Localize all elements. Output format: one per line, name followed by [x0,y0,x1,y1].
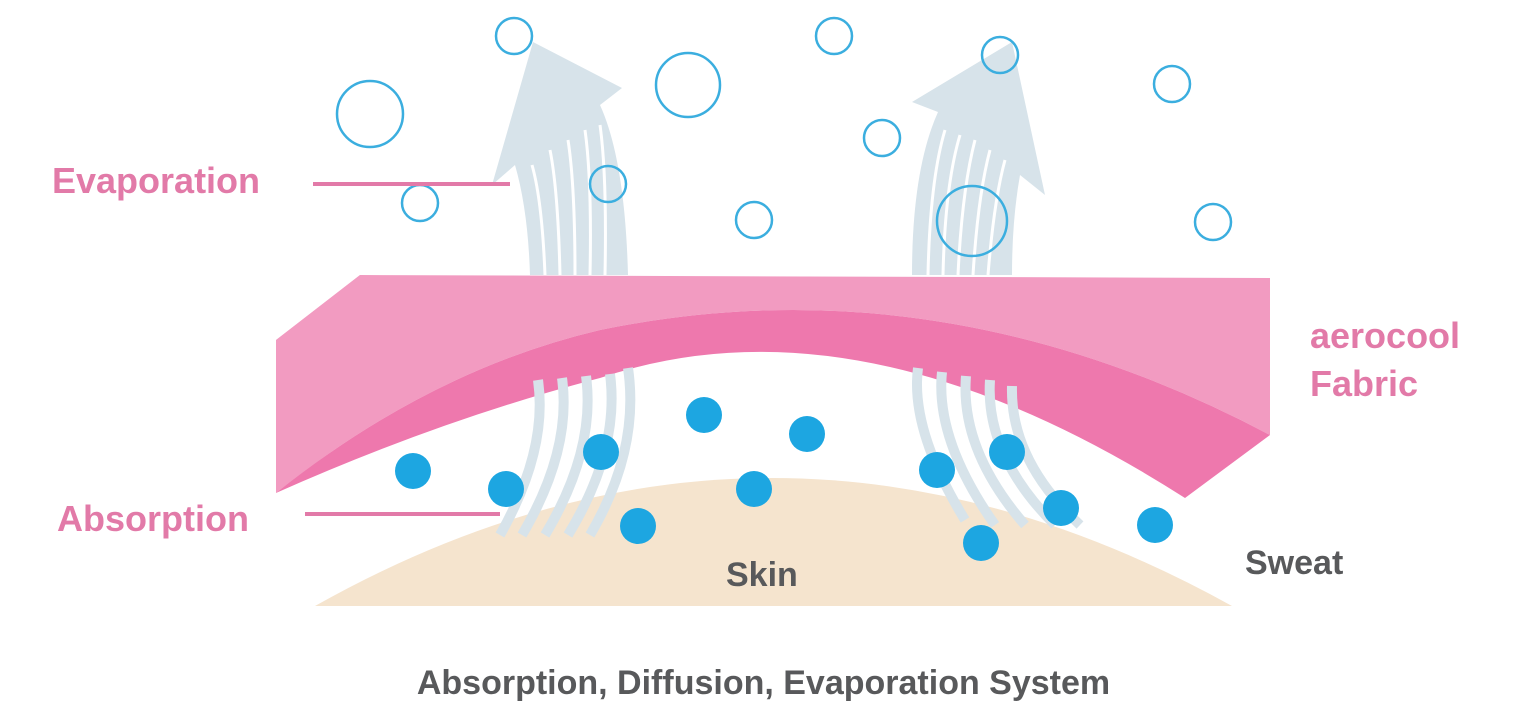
vapor-bubble-icon [736,202,772,238]
sweat-drop-icon [395,453,431,489]
sweat-drop-icon [789,416,825,452]
sweat-drop-icon [963,525,999,561]
vapor-bubble-icon [337,81,403,147]
vapor-bubble-icon [816,18,852,54]
skin-label: Skin [726,556,798,595]
sweat-drop-icon [1137,507,1173,543]
sweat-drop-icon [488,471,524,507]
absorption-label: Absorption [57,498,249,540]
fabric-label-line1: aerocool [1310,312,1460,360]
sweat-drop-icon [620,508,656,544]
fabric-label-line2: Fabric [1310,360,1460,408]
sweat-drop-icon [1043,490,1079,526]
vapor-bubble-icon [402,185,438,221]
sweat-drop-icon [686,397,722,433]
evaporation-arrow-icon [912,42,1045,275]
sweat-drop-icon [989,434,1025,470]
vapor-bubble-icon [1195,204,1231,240]
diagram-caption: Absorption, Diffusion, Evaporation Syste… [0,664,1527,703]
sweat-drop-icon [583,434,619,470]
evaporation-label: Evaporation [52,160,260,202]
vapor-bubble-icon [864,120,900,156]
vapor-bubble-icon [656,53,720,117]
vapor-bubble-icon [1154,66,1190,102]
vapor-bubble-icon [496,18,532,54]
evaporation-arrow-icon [492,42,628,275]
sweat-drop-icon [919,452,955,488]
sweat-drop-icon [736,471,772,507]
fabric-label: aerocool Fabric [1310,312,1460,408]
sweat-label: Sweat [1245,544,1343,583]
